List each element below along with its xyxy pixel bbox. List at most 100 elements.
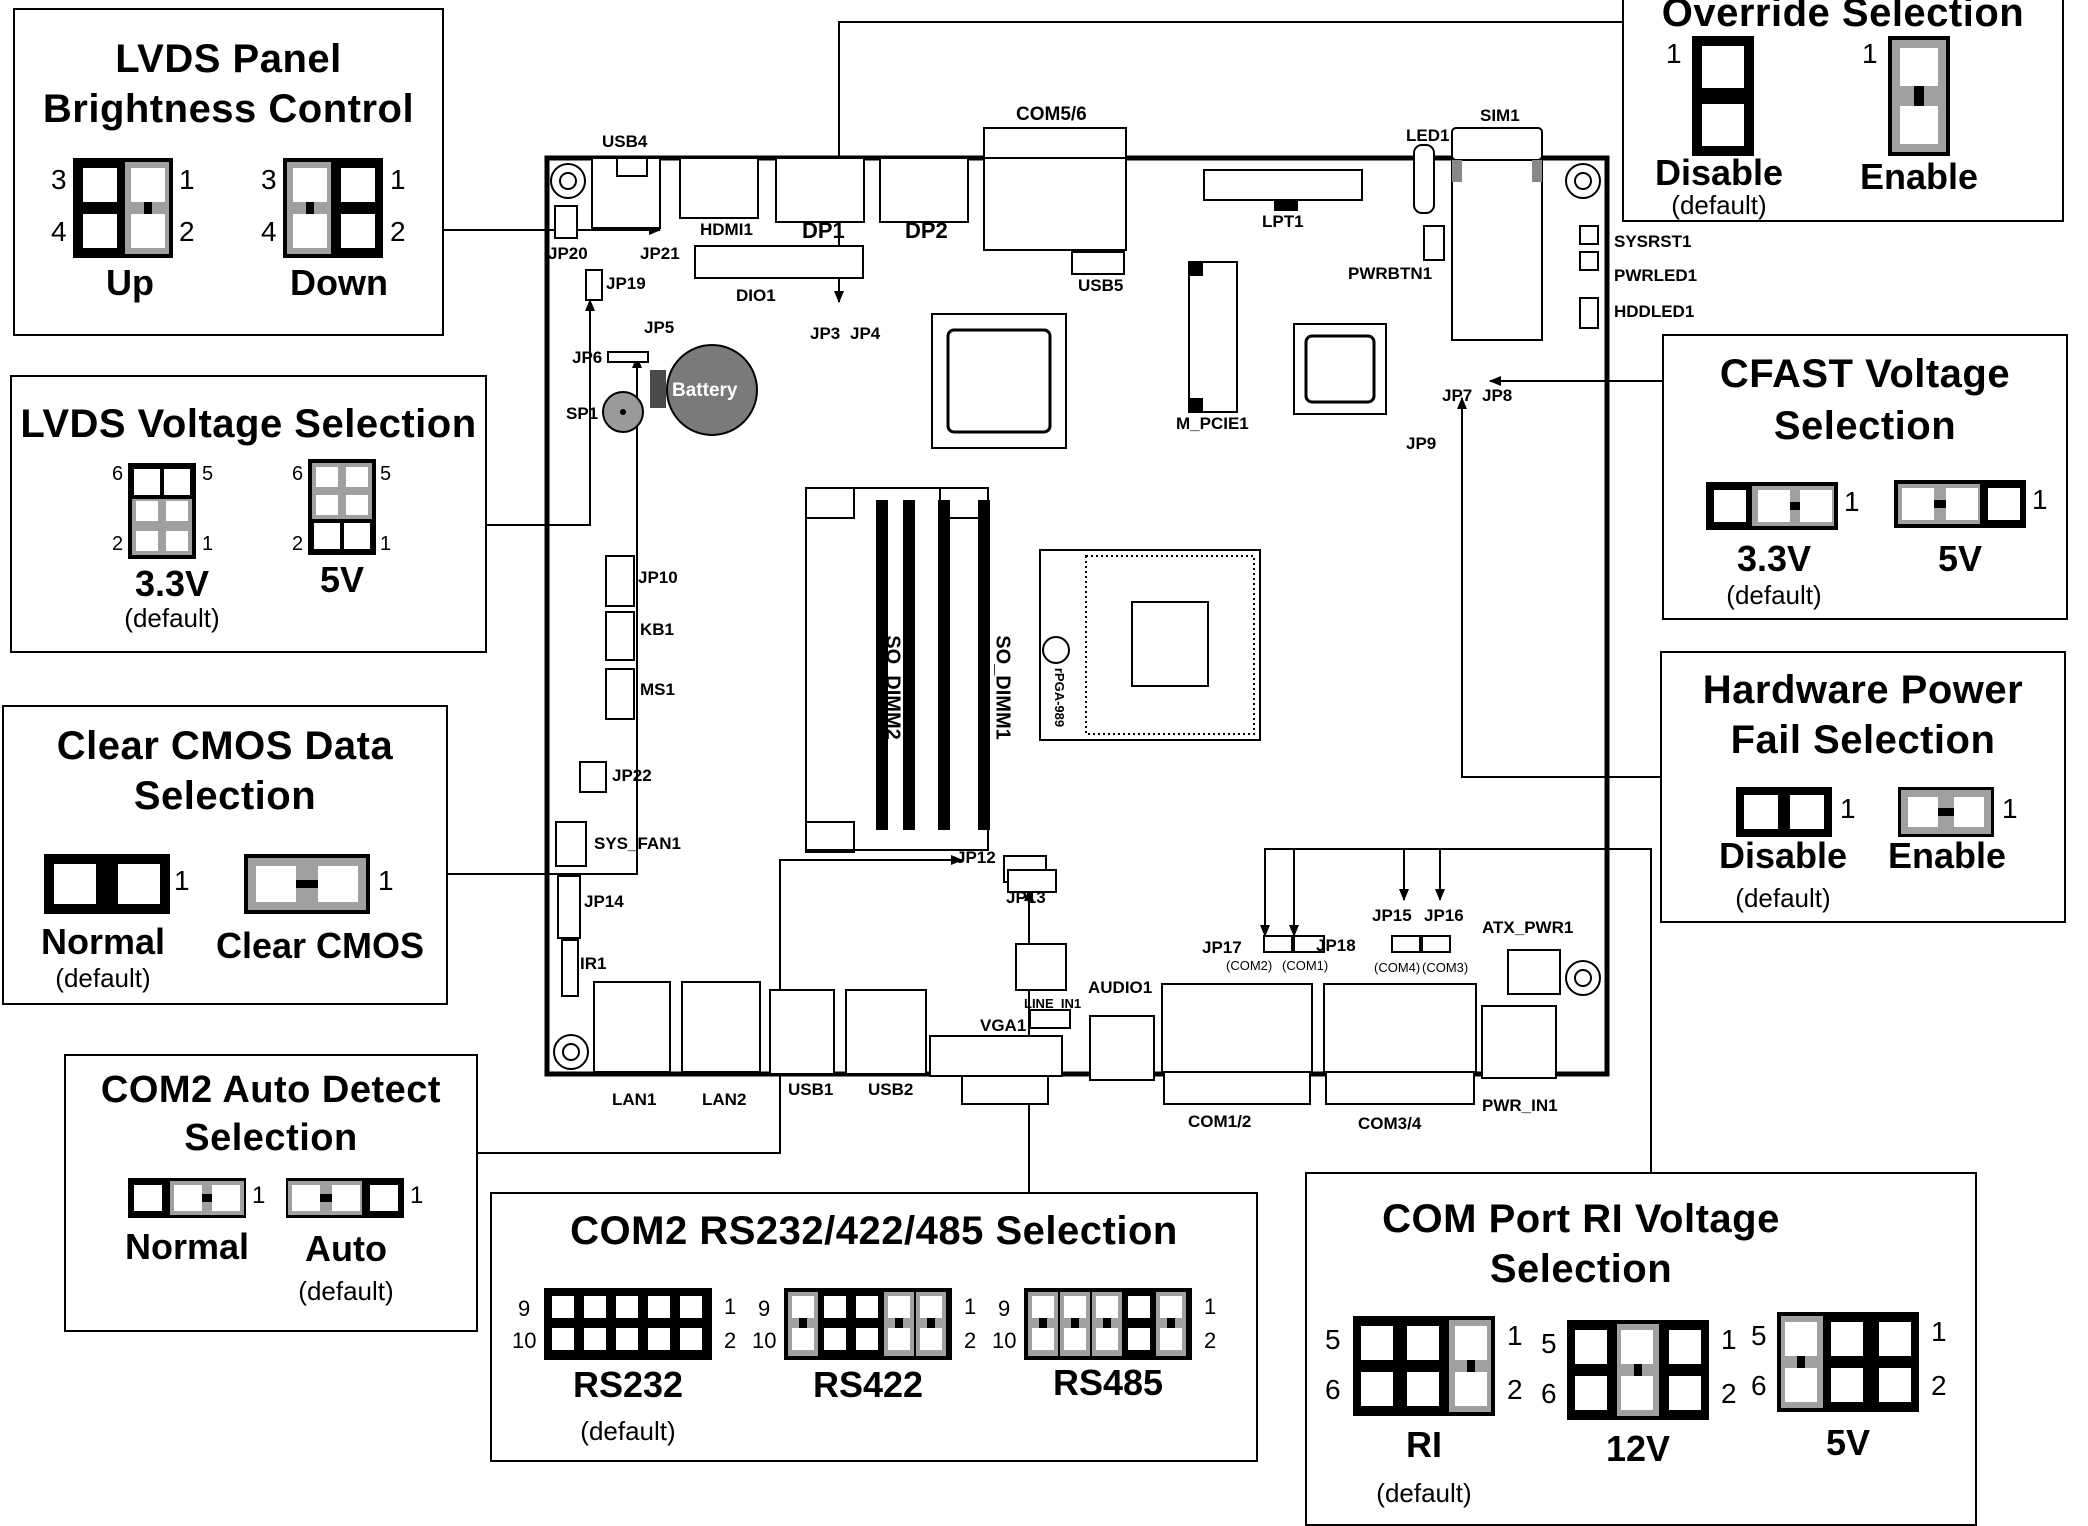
jumper-down	[283, 158, 383, 258]
pwrbtn1-label: PWRBTN1	[1348, 264, 1433, 283]
option-default-note: (default)	[55, 963, 151, 993]
pin-label: 9	[518, 1296, 531, 1321]
pin-label: 1	[380, 533, 392, 555]
jp5-label: JP5	[644, 318, 675, 337]
jumper-normal	[44, 854, 170, 914]
pin-label: 1	[2032, 484, 2048, 515]
jp19-label: JP19	[606, 274, 646, 293]
jumper-12v	[1567, 1320, 1709, 1420]
jp10-label: JP10	[638, 568, 678, 587]
pin-label: 9	[758, 1296, 771, 1321]
callout-title: COM Port RI Voltage Selection	[1382, 1197, 1780, 1291]
jumper-cfast-5v	[1894, 480, 2026, 528]
callout-title: LVDS Voltage Selection	[20, 402, 477, 446]
pin-label: 10	[752, 1328, 777, 1353]
jp17-label: JP17	[1202, 938, 1242, 957]
jumper-ri	[1353, 1316, 1495, 1416]
com56-label: COM5/6	[1016, 104, 1087, 125]
pin-label: 1	[1204, 1294, 1217, 1319]
option-rs422-label: RS422	[812, 1364, 924, 1405]
pin-label: 2	[1721, 1378, 1737, 1409]
jp3-label: JP3	[810, 324, 841, 343]
callout-title: COM2 Auto Detect Selection	[100, 1069, 442, 1159]
battery-label: Battery	[672, 380, 738, 401]
com34-label: COM3/4	[1358, 1114, 1422, 1133]
pin-label: 1	[378, 865, 394, 896]
lan2-label: LAN2	[702, 1090, 747, 1109]
pin-label: 2	[1204, 1328, 1217, 1353]
option-rs485-label: RS485	[1052, 1362, 1164, 1403]
jp9-label: JP9	[1406, 434, 1437, 453]
pin-label: 2	[292, 533, 304, 555]
usb5-label: USB5	[1078, 276, 1124, 295]
sim1-label: SIM1	[1480, 106, 1520, 125]
pin-label: 1	[964, 1294, 977, 1319]
com1-sub-label: (COM1)	[1282, 958, 1329, 973]
jp12-label: JP12	[956, 848, 996, 867]
jumper-override-disable	[1692, 36, 1754, 156]
kb1-label: KB1	[640, 620, 675, 639]
option-default-note: (default)	[1726, 580, 1822, 610]
pwr-in1-label: PWR_IN1	[1482, 1096, 1558, 1115]
pin-label: 2	[1507, 1374, 1523, 1405]
callout-title: Clear CMOS Data Selection	[56, 724, 394, 818]
battery-cell	[666, 344, 758, 436]
pin-label: 2	[724, 1328, 737, 1353]
audio1-label: AUDIO1	[1088, 978, 1153, 997]
option-normal-label: Normal	[40, 921, 166, 962]
option-default-note: (default)	[580, 1416, 676, 1446]
leader-clear-cmos	[448, 356, 642, 875]
jumper-pf-disable	[1736, 787, 1832, 837]
option-default-note: (default)	[1735, 883, 1831, 913]
option-3v3-label: 3.3V	[1736, 538, 1812, 579]
callout-title: Hardware Power Fail Selection	[1702, 668, 2024, 762]
option-disable-label: Disable	[1654, 152, 1784, 193]
pin-label: 2	[390, 216, 406, 247]
dp2-label: DP2	[905, 218, 948, 243]
pin-label: 3	[261, 164, 277, 195]
option-default-note: (default)	[1671, 190, 1767, 220]
callout-lvds-voltage: LVDS Voltage Selection 6 5 2 1 3.3V (def…	[10, 375, 487, 653]
pin-label: 1	[1931, 1316, 1947, 1347]
sp1-label: SP1	[566, 404, 599, 423]
pin-label: 1	[1844, 486, 1860, 517]
callout-title: LVDS Panel Brightness Control	[42, 37, 415, 131]
pin-label: 1	[174, 865, 190, 896]
dp1-label: DP1	[802, 218, 845, 243]
jp8-label: JP8	[1482, 386, 1513, 405]
jumper-override-enable	[1888, 36, 1950, 156]
option-disable-label: Disable	[1718, 835, 1848, 876]
hdmi1-label: HDMI1	[700, 220, 753, 239]
led1-label: LED1	[1406, 126, 1450, 145]
option-clear-cmos-label: Clear CMOS	[215, 925, 425, 966]
pin-label: 1	[1862, 38, 1878, 69]
pin-label: 2	[179, 216, 195, 247]
sysrst1-label: SYSRST1	[1614, 232, 1692, 251]
callout-com-ri-voltage: COM Port RI Voltage Selection 5 6 1 2 RI…	[1305, 1172, 1977, 1526]
jp6-label: JP6	[572, 348, 603, 367]
jp21-label: JP21	[640, 244, 680, 263]
pin-label: 10	[992, 1328, 1017, 1353]
pin-label: 1	[390, 164, 406, 195]
top-connectors	[591, 127, 1599, 413]
callout-com2-mode: COM2 RS232/422/485 Selection 9 10 1 2 RS…	[490, 1192, 1258, 1462]
usb1-label: USB1	[788, 1080, 834, 1099]
pin-label: 1	[2002, 793, 2018, 824]
pin-label: 1	[179, 164, 195, 195]
pin-label: 3	[51, 164, 67, 195]
jp7-label: JP7	[1442, 386, 1473, 405]
jumper-com2-auto	[286, 1178, 404, 1218]
option-5v-label: 5V	[1825, 1422, 1871, 1463]
callout-title: CFAST Voltage Selection	[1719, 352, 2011, 448]
option-enable-label: Enable	[1859, 156, 1979, 197]
pin-label: 6	[292, 463, 304, 485]
line-in1-label: LINE_IN1	[1024, 996, 1082, 1011]
lan1-label: LAN1	[612, 1090, 657, 1109]
so-dimm-pins	[876, 500, 990, 830]
jumper-rs232	[544, 1288, 712, 1360]
so-dimm2-label: SO_DIMM2	[881, 635, 904, 740]
mounting-holes	[550, 163, 1601, 1070]
pin-label: 1	[1507, 1320, 1523, 1351]
com3-sub-label: (COM3)	[1422, 960, 1469, 975]
